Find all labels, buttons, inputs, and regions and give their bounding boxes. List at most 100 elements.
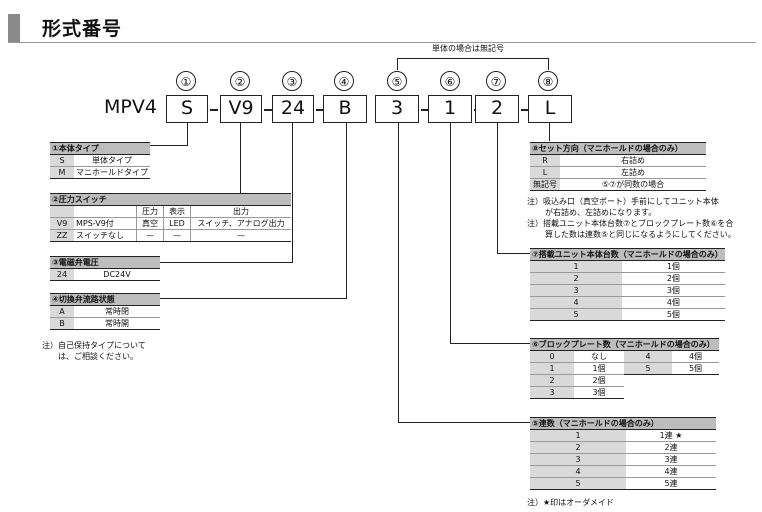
table-cell: 無記号 bbox=[530, 178, 560, 191]
table-cell: 4連 bbox=[626, 465, 716, 478]
header-divider bbox=[8, 42, 756, 43]
code-box-unit-count: 2 bbox=[475, 95, 519, 123]
table-cell: 2個 bbox=[622, 272, 725, 285]
code-box-stations: 3 bbox=[375, 95, 419, 123]
connector-8 bbox=[549, 123, 551, 141]
pressure-switch-table: ②圧力スイッチ 圧力 表示 出力 V9 MPS-V9付 真空 LED スイッチ、… bbox=[50, 193, 291, 242]
note-line: 算した数は連数⑤と同じになるようにしてください。 bbox=[545, 230, 736, 239]
flow-state-note: 注）自己保持タイプについて は、ご相談ください。 bbox=[42, 340, 146, 362]
table-header-cell: 出力 bbox=[190, 205, 291, 218]
header-accent-bar bbox=[8, 14, 20, 42]
table-cell: 2個 bbox=[574, 374, 624, 387]
table-title: ①本体タイプ bbox=[50, 142, 150, 155]
table-cell: 3連 bbox=[626, 453, 716, 466]
circle-3: ③ bbox=[282, 71, 302, 91]
code-separator bbox=[316, 109, 324, 111]
connector-1 bbox=[187, 123, 189, 145]
connector-3 bbox=[292, 123, 294, 263]
circle-8: ⑧ bbox=[538, 71, 558, 91]
table-cell: 右詰め bbox=[560, 154, 706, 167]
table-cell: スイッチなし bbox=[74, 229, 137, 242]
note-line: 注）搭載ユニット本体台数⑦とブロックプレート数⑥を合 bbox=[527, 219, 734, 228]
table-cell: 1 bbox=[530, 260, 622, 273]
table-cell: LED bbox=[163, 217, 191, 230]
table-cell: 3個 bbox=[622, 284, 725, 297]
code-box-voltage: 24 bbox=[272, 95, 314, 123]
table-cell: 常時閉 bbox=[74, 305, 160, 318]
table-cell: 3個 bbox=[574, 386, 624, 399]
connector-5 bbox=[398, 422, 530, 424]
table-cell: S bbox=[50, 154, 74, 167]
table-title: ⑤連数（マニホールドの場合のみ） bbox=[530, 417, 716, 430]
bracket-top bbox=[397, 58, 549, 60]
circle-5: ⑤ bbox=[387, 71, 407, 91]
table-cell: B bbox=[50, 317, 74, 330]
bracket-right bbox=[548, 58, 550, 70]
table-cell: 4個 bbox=[622, 296, 725, 309]
table-cell: 3 bbox=[530, 284, 622, 297]
table-cell: 4 bbox=[530, 296, 622, 309]
table-cell: マニホールドタイプ bbox=[74, 166, 150, 179]
table-cell: 5 bbox=[624, 362, 672, 375]
table-cell: 5個 bbox=[672, 362, 719, 375]
code-box-pressure-switch: V9 bbox=[220, 95, 262, 123]
table-cell: 24 bbox=[50, 268, 74, 281]
circle-4: ④ bbox=[334, 71, 354, 91]
table-cell: A bbox=[50, 305, 74, 318]
note-line: 注）吸込み口（真空ポート）手前にしてユニット本体 bbox=[527, 197, 719, 206]
table-cell: — bbox=[190, 229, 291, 242]
table-header-cell: 表示 bbox=[163, 205, 191, 218]
connector-3 bbox=[160, 262, 293, 264]
table-cell: 5 bbox=[530, 308, 622, 321]
model-prefix: MPV4 bbox=[104, 96, 157, 118]
connector-5 bbox=[398, 123, 400, 423]
note-line: が右詰め、左詰めになります。 bbox=[545, 208, 657, 217]
single-unit-note: 単体の場合は無記号 bbox=[432, 44, 504, 53]
set-direction-notes: 注）吸込み口（真空ポート）手前にしてユニット本体 が右詰め、左詰めになります。 … bbox=[527, 196, 736, 240]
table-cell: 1個 bbox=[574, 362, 624, 375]
code-separator bbox=[264, 109, 272, 111]
connector-4 bbox=[346, 123, 348, 299]
table-cell: スイッチ、アナログ出力 bbox=[190, 217, 291, 230]
table-cell: 左詰め bbox=[560, 166, 706, 179]
table-title: ④切換弁流路状態 bbox=[50, 293, 160, 306]
stations-note: 注）★印はオーダメイド bbox=[527, 498, 614, 507]
table-title: ②圧力スイッチ bbox=[50, 193, 291, 206]
table-cell: — bbox=[136, 229, 164, 242]
connector-7 bbox=[497, 123, 499, 254]
table-cell: MPS-V9付 bbox=[74, 217, 137, 230]
table-title: ⑧セット方向（マニホールドの場合のみ） bbox=[530, 142, 706, 155]
code-separator bbox=[521, 109, 529, 111]
table-cell: 真空 bbox=[136, 217, 164, 230]
note-line: は、ご相談ください。 bbox=[58, 352, 138, 361]
table-cell: 3 bbox=[530, 453, 626, 466]
code-separator bbox=[210, 109, 218, 111]
table-cell: 1連 ★ bbox=[626, 429, 716, 442]
table-cell: R bbox=[530, 154, 560, 167]
table-cell: 2 bbox=[530, 441, 626, 454]
table-cell: 常時開 bbox=[74, 317, 160, 330]
table-cell: ⑤⑦が同数の場合 bbox=[560, 178, 706, 191]
table-title: ③電磁弁電圧 bbox=[50, 256, 160, 269]
table-cell: 5 bbox=[530, 477, 626, 490]
table-cell: 3 bbox=[530, 386, 574, 399]
table-cell: 5個 bbox=[622, 308, 725, 321]
page-title: 形式番号 bbox=[42, 18, 123, 40]
table-title: ⑥ブロックプレート数（マニホールドの場合のみ） bbox=[530, 338, 719, 351]
table-cell: 0 bbox=[530, 350, 574, 363]
table-cell: 1個 bbox=[622, 260, 725, 273]
table-header-cell: 圧力 bbox=[136, 205, 164, 218]
circle-2: ② bbox=[230, 71, 250, 91]
table-cell: M bbox=[50, 166, 74, 179]
connector-6 bbox=[450, 343, 530, 345]
table-cell: 1 bbox=[530, 429, 626, 442]
table-cell: 1 bbox=[530, 362, 574, 375]
table-cell: 4 bbox=[530, 465, 626, 478]
connector-6 bbox=[450, 123, 452, 344]
